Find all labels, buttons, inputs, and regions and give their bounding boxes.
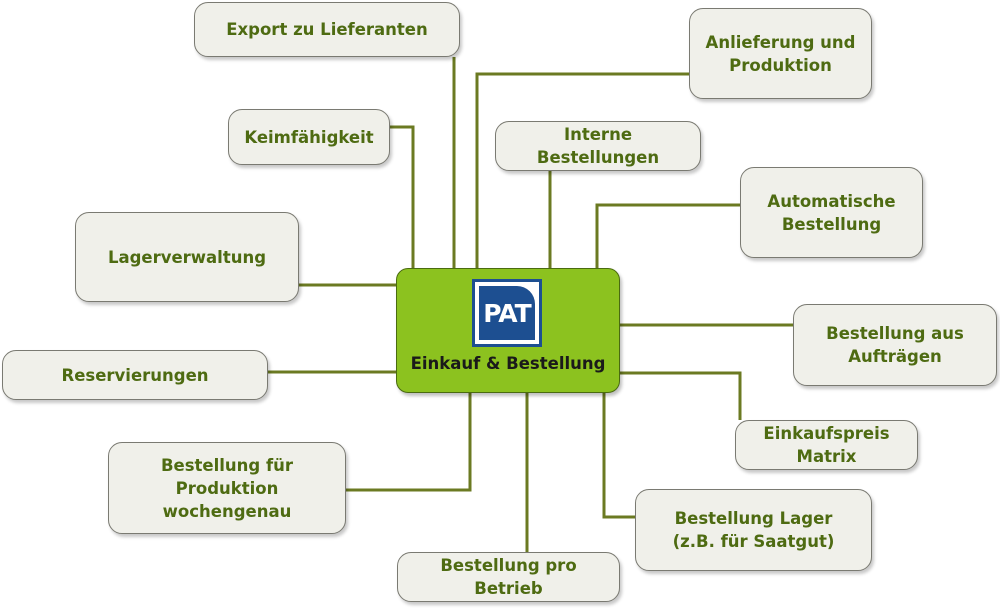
node-einkaufspreis-matrix[interactable]: Einkaufspreis Matrix: [735, 420, 918, 470]
connector-produktion: [346, 393, 472, 492]
node-bestellung-aus-auftraegen[interactable]: Bestellung aus Aufträgen: [793, 304, 997, 386]
center-hub[interactable]: PAT Einkauf & Bestellung: [396, 268, 620, 393]
center-label: Einkauf & Bestellung: [410, 354, 606, 373]
connector-anlieferung: [475, 72, 689, 268]
node-bestellung-fuer-produktion[interactable]: Bestellung für Produktion wochengenau: [108, 442, 346, 534]
node-bestellung-lager[interactable]: Bestellung Lager (z.B. für Saatgut): [635, 489, 872, 571]
connector-keimfaehigkeit: [390, 125, 415, 268]
connector-einkaufspreis: [620, 371, 742, 420]
node-anlieferung-und-produktion[interactable]: Anlieferung und Produktion: [689, 8, 872, 99]
node-export-zu-lieferanten[interactable]: Export zu Lieferanten: [194, 2, 460, 57]
node-automatische-bestellung[interactable]: Automatische Bestellung: [740, 167, 923, 258]
pat-logo-text: PAT: [479, 286, 535, 340]
pat-logo: PAT: [472, 279, 542, 347]
node-reservierungen[interactable]: Reservierungen: [2, 350, 268, 400]
connector-automatische: [595, 203, 740, 268]
node-lagerverwaltung[interactable]: Lagerverwaltung: [75, 212, 299, 302]
node-bestellung-pro-betrieb[interactable]: Bestellung pro Betrieb: [397, 552, 620, 602]
node-interne-bestellungen[interactable]: Interne Bestellungen: [495, 121, 701, 171]
connector-lager: [602, 393, 635, 519]
node-keimfaehigkeit[interactable]: Keimfähigkeit: [228, 109, 390, 165]
